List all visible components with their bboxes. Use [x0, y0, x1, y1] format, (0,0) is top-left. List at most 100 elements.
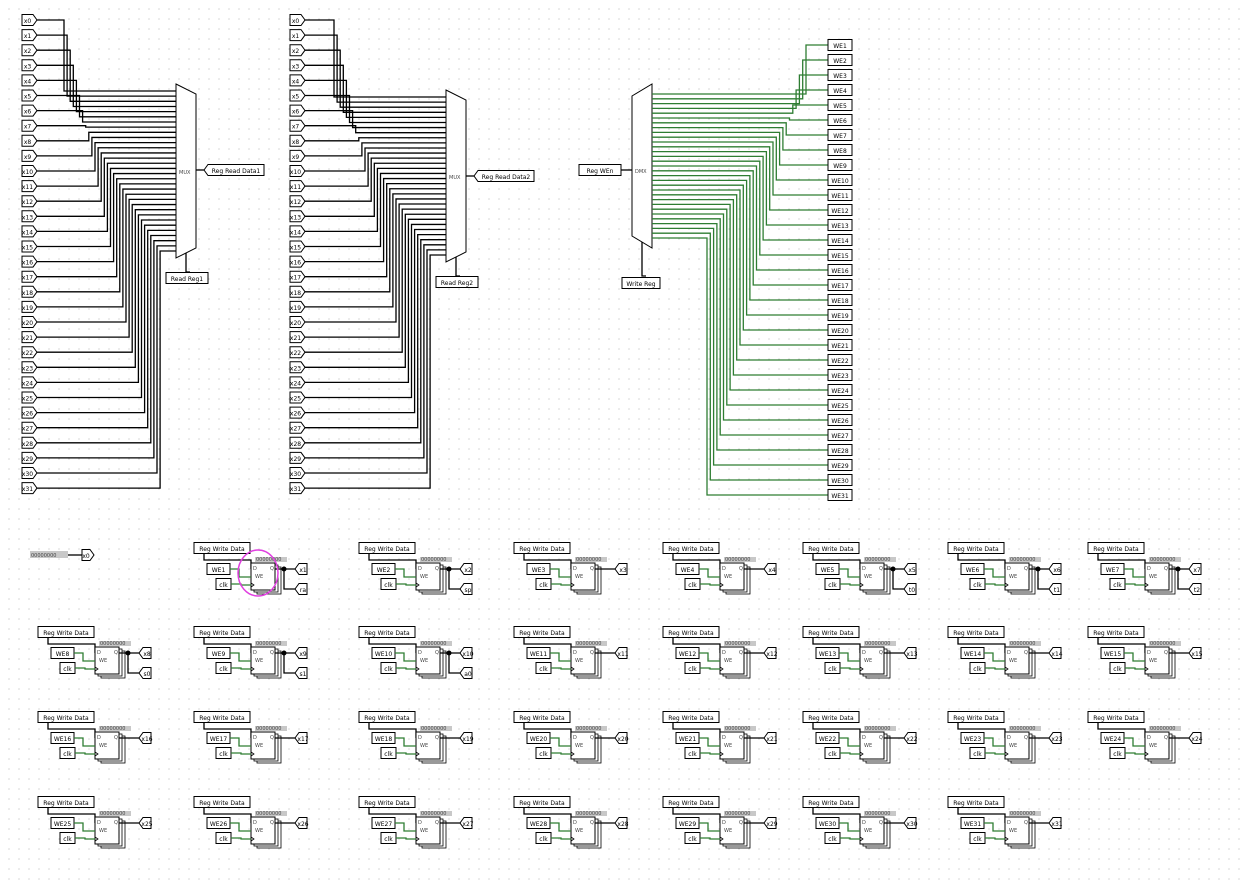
- demux-output-WE27[interactable]: WE27: [827, 429, 853, 441]
- reg-write-data-label[interactable]: Reg Write Data: [947, 542, 1005, 554]
- we-label[interactable]: WE9: [206, 647, 231, 659]
- mux2-input-x28[interactable]: x28: [289, 436, 306, 449]
- reg-write-data-label[interactable]: Reg Write Data: [513, 542, 571, 554]
- output-label[interactable]: x17: [294, 732, 309, 744]
- mux1-input-x30[interactable]: x30: [21, 467, 38, 479]
- demux-output-WE1[interactable]: WE1: [827, 39, 853, 51]
- mux2-input-x26[interactable]: x26: [289, 406, 306, 419]
- clk-label[interactable]: clk: [215, 578, 232, 590]
- we-label[interactable]: WE8: [50, 647, 75, 659]
- clk-label[interactable]: clk: [535, 832, 552, 844]
- mux1-input-x4[interactable]: x4: [21, 74, 38, 87]
- output-label[interactable]: x29: [763, 817, 778, 829]
- alias-label[interactable]: a0: [459, 667, 473, 679]
- output-label[interactable]: x27: [459, 817, 474, 829]
- we-label[interactable]: WE2: [371, 563, 396, 575]
- mux2-input-x5[interactable]: x5: [289, 89, 306, 102]
- reg-write-data-label[interactable]: Reg Write Data: [1087, 542, 1145, 554]
- we-label[interactable]: WE6: [960, 563, 985, 575]
- clk-label[interactable]: clk: [684, 747, 701, 759]
- demux-output-WE19[interactable]: WE19: [827, 309, 853, 321]
- clk-label[interactable]: clk: [535, 747, 552, 759]
- mux1-input-x0[interactable]: x0: [21, 14, 38, 26]
- mux1-input-x14[interactable]: x14: [21, 225, 38, 238]
- we-label[interactable]: WE12: [675, 647, 700, 659]
- mux2-input-x12[interactable]: x12: [289, 195, 306, 208]
- mux2-input-x3[interactable]: x3: [289, 59, 306, 72]
- demux-output-WE5[interactable]: WE5: [827, 99, 853, 111]
- we-label[interactable]: WE22: [815, 732, 840, 744]
- output-label[interactable]: x30: [903, 817, 918, 829]
- alias-label[interactable]: s0: [138, 667, 152, 679]
- mux1-input-x9[interactable]: x9: [21, 149, 38, 162]
- output-label[interactable]: x2: [459, 563, 473, 575]
- clk-label[interactable]: clk: [969, 578, 986, 590]
- demux-output-WE21[interactable]: WE21: [827, 339, 853, 351]
- mux2-input-x10[interactable]: x10: [289, 165, 306, 177]
- clk-label[interactable]: clk: [215, 832, 232, 844]
- mux1-input-x25[interactable]: x25: [21, 391, 38, 404]
- reg-write-data-label[interactable]: Reg Write Data: [947, 711, 1005, 723]
- reg-write-data-label[interactable]: Reg Write Data: [358, 796, 416, 808]
- output-label[interactable]: x19: [459, 732, 474, 744]
- mux2-input-x1[interactable]: x1: [289, 29, 306, 42]
- output-label[interactable]: x26: [294, 817, 309, 829]
- mux2-input-x23[interactable]: x23: [289, 361, 306, 374]
- clk-label[interactable]: clk: [824, 662, 841, 674]
- we-label[interactable]: WE13: [815, 647, 840, 659]
- mux2-input-x27[interactable]: x27: [289, 421, 306, 434]
- demux-output-WE31[interactable]: WE31: [827, 489, 853, 501]
- we-label[interactable]: WE18: [371, 732, 396, 744]
- demux-output-WE17[interactable]: WE17: [827, 279, 853, 291]
- mux2-input-x29[interactable]: x29: [289, 451, 306, 464]
- clk-label[interactable]: clk: [535, 662, 552, 674]
- reg-write-data-label[interactable]: Reg Write Data: [802, 711, 860, 723]
- demux-output-WE26[interactable]: WE26: [827, 414, 853, 426]
- clk-label[interactable]: clk: [380, 832, 397, 844]
- reg-write-data-label[interactable]: Reg Write Data: [947, 626, 1005, 638]
- demux-output-WE18[interactable]: WE18: [827, 294, 853, 306]
- mux1-input-x17[interactable]: x17: [21, 270, 38, 283]
- we-label[interactable]: WE26: [206, 817, 231, 829]
- reg-write-data-label[interactable]: Reg Write Data: [37, 626, 95, 638]
- reg-write-data-label[interactable]: Reg Write Data: [947, 796, 1005, 808]
- mux1-input-x24[interactable]: x24: [21, 376, 38, 389]
- we-label[interactable]: WE7: [1100, 563, 1125, 575]
- reg-write-data-label[interactable]: Reg Write Data: [358, 711, 416, 723]
- demux-select-label[interactable]: Write Reg: [621, 277, 661, 289]
- output-label[interactable]: x13: [903, 647, 918, 659]
- mux1-input-x28[interactable]: x28: [21, 436, 38, 449]
- mux2-input-x18[interactable]: x18: [289, 285, 306, 298]
- demux-output-WE3[interactable]: WE3: [827, 69, 853, 81]
- mux2-input-x11[interactable]: x11: [289, 180, 306, 193]
- demux-output-WE15[interactable]: WE15: [827, 249, 853, 261]
- clk-label[interactable]: clk: [1109, 578, 1126, 590]
- output-label[interactable]: x7: [1188, 563, 1202, 575]
- output-label[interactable]: x6: [1048, 563, 1062, 575]
- mux1-output-label[interactable]: Reg Read Data1: [203, 164, 265, 176]
- demux-output-WE24[interactable]: WE24: [827, 384, 853, 396]
- output-label[interactable]: x5: [903, 563, 917, 575]
- mux1-input-x10[interactable]: x10: [21, 165, 38, 177]
- reg-write-data-label[interactable]: Reg Write Data: [662, 711, 720, 723]
- mux1-input-x23[interactable]: x23: [21, 361, 38, 374]
- output-label[interactable]: x12: [763, 647, 778, 659]
- mux1-input-x13[interactable]: x13: [21, 210, 38, 223]
- we-label[interactable]: WE1: [206, 563, 231, 575]
- clk-label[interactable]: clk: [684, 578, 701, 590]
- mux2-input-x22[interactable]: x22: [289, 346, 306, 359]
- reg-write-data-label[interactable]: Reg Write Data: [1087, 711, 1145, 723]
- mux2-input-x19[interactable]: x19: [289, 300, 306, 313]
- mux1-input-x16[interactable]: x16: [21, 255, 38, 268]
- mux2-input-x13[interactable]: x13: [289, 210, 306, 223]
- demux-output-WE30[interactable]: WE30: [827, 474, 853, 486]
- clk-label[interactable]: clk: [684, 832, 701, 844]
